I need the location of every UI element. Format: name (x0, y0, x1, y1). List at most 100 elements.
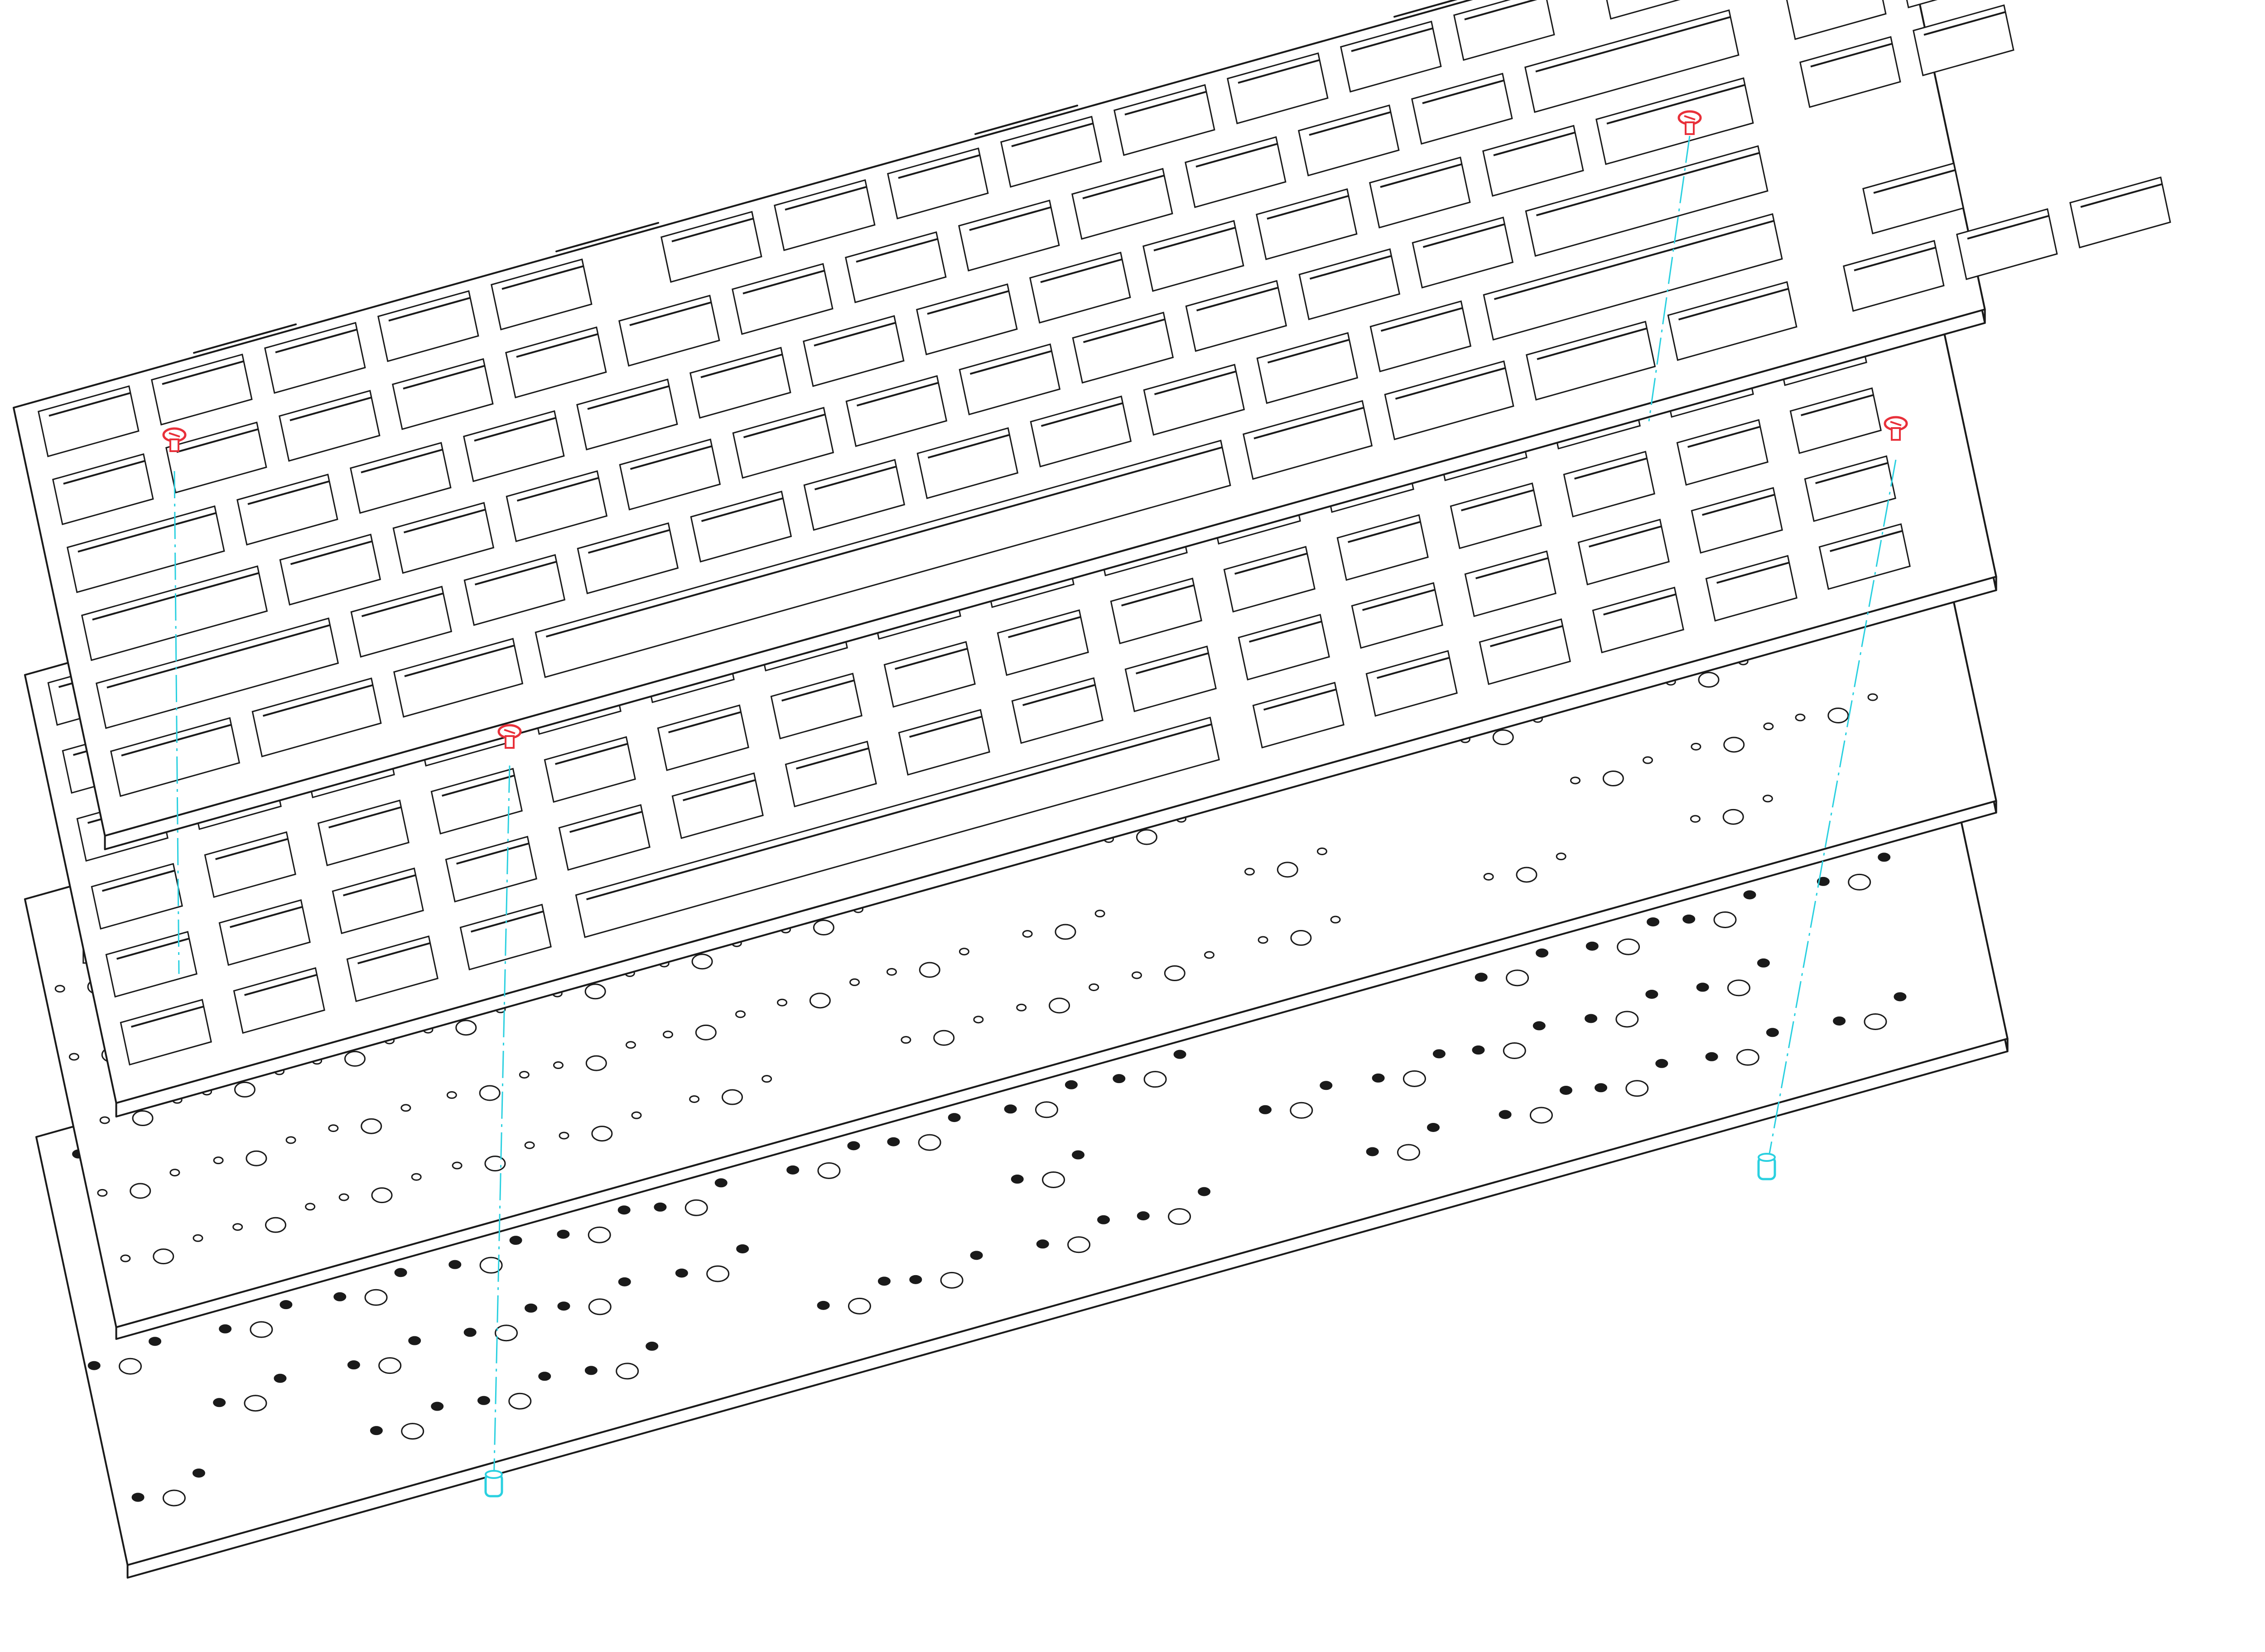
bottom-socket-socket (87, 1361, 101, 1370)
pcb-switch-pin-hole (973, 1016, 984, 1024)
pcb-switch-pin-hole (169, 1169, 180, 1177)
top-key-cutout-wall (2080, 183, 2163, 208)
bottom-socket-socket (646, 1341, 659, 1351)
bottom-socket-center-hole (1067, 1236, 1091, 1253)
middle-spacebar-cutout-wall (586, 723, 1212, 901)
middle-key-cutout-wall (1490, 625, 1563, 647)
bottom-socket-socket (1894, 992, 1907, 1002)
middle-key-cutout-wall (555, 743, 628, 765)
bottom-socket-socket (347, 1360, 360, 1370)
pcb-switch-center-hole (1055, 924, 1076, 940)
top-key-cutout (1142, 220, 1244, 292)
pcb-switch-center-hole (721, 1089, 743, 1105)
top-key-cutout-wall (1309, 255, 1392, 280)
top-key-cutout (690, 491, 792, 563)
top-key-cutout (1843, 240, 1945, 312)
bottom-socket-socket (1011, 1175, 1024, 1184)
pcb-switch-pin-hole (777, 998, 788, 1007)
top-key-cutout (377, 290, 479, 362)
bottom-socket-center-hole (1736, 1049, 1759, 1066)
bottom-socket-socket (1833, 1016, 1846, 1026)
bottom-socket-socket (1366, 1147, 1379, 1156)
top-key-cutout (774, 179, 876, 251)
top-key-cutout-wall (785, 186, 867, 211)
pcb-switch-pin-hole (305, 1203, 316, 1211)
middle-key-cutout (1577, 519, 1670, 586)
screw-slot (504, 729, 516, 734)
top-key-cutout-wall (1083, 318, 1166, 343)
bottom-socket-socket (219, 1324, 232, 1334)
assembly-guide-line (1648, 135, 1691, 422)
pcb-switch-pin-hole (213, 1156, 224, 1165)
pcb-switch-center-hole (234, 1081, 255, 1098)
bottom-socket-socket (538, 1372, 551, 1381)
top-key-cutout-wall (361, 592, 444, 617)
top-key-cutout (1799, 36, 1901, 108)
top-key-cutout (845, 375, 948, 447)
bottom-socket-socket (525, 1303, 538, 1313)
middle-key-cutout (898, 709, 990, 776)
middle-key-cutout-wall (1022, 684, 1096, 706)
top-key-cutout-wall (516, 477, 599, 502)
bottom-socket-socket (675, 1268, 688, 1278)
top-key-cutout-wall (1238, 59, 1320, 84)
top-key-cutout-wall (1464, 0, 1537, 20)
bottom-socket-center-hole (588, 1298, 612, 1315)
bottom-socket-center-hole (1529, 1107, 1553, 1124)
top-key-cutout (1243, 400, 1373, 480)
bottom-socket-center-hole (1402, 1070, 1426, 1087)
top-key-cutout (1227, 52, 1329, 125)
pcb-switch-pin-hole (689, 1095, 700, 1103)
top-key-cutout (52, 453, 154, 525)
top-key-cutout-wall (671, 217, 754, 242)
bottom-socket-center-hole (162, 1489, 186, 1507)
top-key-cutout-wall (1124, 91, 1207, 116)
bottom-socket-socket (1097, 1215, 1110, 1224)
top-key-cutout-wall (403, 365, 485, 390)
pcb-switch-center-hole (371, 1187, 393, 1204)
top-key-cutout-wall (403, 509, 486, 534)
middle-key-cutout (1011, 677, 1104, 744)
bottom-socket-center-hole (1290, 1102, 1313, 1119)
bottom-socket-socket (1472, 1045, 1485, 1055)
middle-key-cutout (883, 641, 976, 708)
middle-key-cutout (1238, 614, 1330, 681)
top-key-cutout-wall (1380, 307, 1463, 332)
top-key-cutout (350, 442, 452, 514)
top-key-cutout-wall (1351, 27, 1433, 52)
pcb-switch-pin-hole (328, 1124, 339, 1132)
bottom-socket-socket (557, 1229, 570, 1239)
top-key-cutout-wall (1678, 288, 1789, 321)
top-key-cutout (264, 322, 366, 394)
pcb-switch-pin-hole (1763, 722, 1774, 731)
bottom-socket-center-hole (588, 1226, 611, 1243)
top-key-cutout-wall (927, 434, 1010, 459)
pcb-switch-pin-hole (1867, 693, 1878, 701)
top-key-cutout-wall (1854, 246, 1936, 271)
top-key-cutout (491, 258, 593, 331)
top-key-cutout-wall (927, 290, 1009, 315)
top-plate-tab (974, 105, 1079, 135)
top-plate-face (13, 0, 1986, 837)
top-key-cutout-wall (700, 353, 783, 378)
bottom-socket-socket (1004, 1104, 1017, 1114)
top-key-cutout (392, 502, 495, 574)
bottom-socket-socket (1655, 1059, 1668, 1068)
pcb-switch-center-hole (1722, 809, 1744, 825)
pcb-switch-pin-hole (1570, 776, 1581, 785)
top-key-cutout (535, 439, 1231, 678)
middle-key-cutout (445, 836, 537, 903)
bottom-socket-center-hole (616, 1363, 639, 1380)
pcb-switch-center-hole (1049, 997, 1070, 1014)
top-key-cutout (1071, 168, 1173, 240)
top-key-cutout (732, 263, 834, 335)
pcb-switch-pin-hole (452, 1161, 463, 1170)
middle-key-cutout (91, 863, 183, 930)
top-plate-tab (1393, 0, 1458, 18)
screw-shank (505, 735, 515, 749)
bottom-socket-center-hole (1848, 873, 1871, 891)
assembly-guide-line (1766, 459, 1897, 1169)
bottom-socket-socket (192, 1468, 205, 1478)
pcb-switch-center-hole (1827, 708, 1849, 724)
middle-key-cutout (785, 741, 877, 808)
